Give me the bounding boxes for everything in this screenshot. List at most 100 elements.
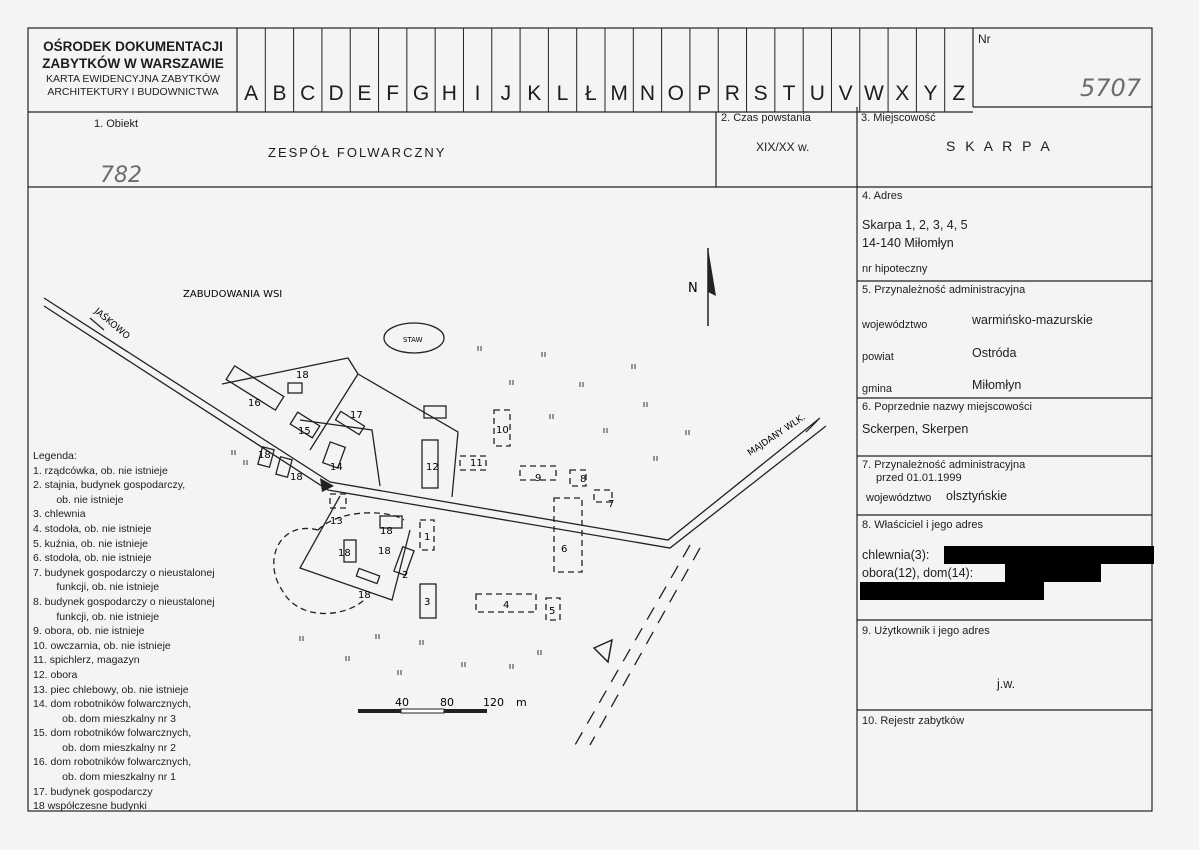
hipoteczny-label: nr hipoteczny <box>862 263 928 275</box>
index-letter: J <box>500 82 512 105</box>
org-name: OŚRODEK DOKUMENTACJI ZABYTKÓW W WARSZAWI… <box>28 38 238 72</box>
building-17 <box>334 410 366 436</box>
tree-mark <box>509 380 514 385</box>
building-number: 18 <box>296 370 309 381</box>
entrance-arrow-icon <box>320 478 334 492</box>
legend-item: 8. budynek gospodarczy o nieustalonej <box>33 595 215 608</box>
przynaleznosc-label: 5. Przynależność administracyjna <box>862 284 1026 296</box>
tree-mark <box>477 346 482 351</box>
building-18e <box>257 445 275 469</box>
org-line-2: ZABYTKÓW W WARSZAWIE <box>42 56 224 71</box>
building-18b <box>379 515 403 529</box>
building-number: 12 <box>426 462 439 473</box>
building-11 <box>459 455 487 471</box>
road-main-upper <box>43 297 821 541</box>
tree-outline <box>273 527 367 614</box>
nr-label: Nr <box>978 32 991 46</box>
building-number: 10 <box>496 425 509 436</box>
legend-item: 3. chlewnia <box>33 508 86 521</box>
legend-item: 10. owczarnia, ob. nie istnieje <box>33 639 171 652</box>
fence-line <box>299 495 411 601</box>
uzytkownik-label: 9. Użytkownik i jego adres <box>862 625 990 637</box>
index-letter: Y <box>923 82 938 105</box>
building-9 <box>519 465 557 481</box>
index-letter: O <box>667 82 684 105</box>
building-13 <box>329 493 347 509</box>
pond <box>383 322 445 354</box>
tree-mark <box>231 450 236 455</box>
road-arrow-icon <box>89 317 105 331</box>
index-letter: H <box>441 82 457 105</box>
legend-item: 17. budynek gospodarczy <box>33 785 153 798</box>
legend-item: 15. dom robotników folwarcznych, <box>33 727 192 740</box>
nr-value: 5707 <box>1080 74 1142 102</box>
pond-label: STAW <box>403 336 423 344</box>
wlasciciel-label: 8. Właściciel i jego adres <box>862 519 984 531</box>
card-type-line-1: KARTA EWIDENCYJNA ZABYTKÓW <box>45 73 221 85</box>
index-letter: T <box>782 82 796 105</box>
building-8 <box>569 469 587 487</box>
scale-bar: 40 80 120 m <box>358 696 527 714</box>
legend-item: 7. budynek gospodarczy o nieustalonej <box>33 566 215 579</box>
tree-outline <box>317 512 405 531</box>
building-5 <box>545 597 561 621</box>
index-letter: R <box>724 82 740 105</box>
adres-label: 4. Adres <box>862 190 903 202</box>
legend-item: ob. dom mieszkalny nr 3 <box>33 712 176 725</box>
przyn-1999-woj-value: olsztyńskie <box>946 489 1008 503</box>
direction-arrow-icon <box>592 638 613 664</box>
index-letter: X <box>895 82 910 105</box>
index-letter: B <box>272 82 287 105</box>
tree-mark <box>603 428 608 433</box>
legend-item: funkcji, ob. nie istnieje <box>33 581 160 594</box>
redaction-bar <box>1005 564 1101 582</box>
building-3 <box>419 583 437 619</box>
building-1 <box>419 519 435 551</box>
legend-item: 1. rządcówka, ob. nie istnieje <box>33 464 168 477</box>
building-7 <box>593 489 613 503</box>
poprzednie-value: Sckerpen, Skerpen <box>862 422 969 436</box>
miejscowosc-label: 3. Miejscowość <box>861 112 936 124</box>
poprzednie-label: 6. Poprzednie nazwy miejscowości <box>862 401 1032 413</box>
powiat-value: Ostróda <box>972 346 1017 360</box>
building-number: 4 <box>503 600 509 611</box>
building-number: 3 <box>424 597 430 608</box>
tree-mark <box>579 382 584 387</box>
tree-mark <box>643 402 648 407</box>
building-18f <box>275 455 293 479</box>
fence-line <box>357 373 459 498</box>
scale-label: m <box>516 696 527 709</box>
obiekt-value: ZESPÓŁ FOLWARCZNY <box>268 145 447 160</box>
north-arrow-icon: N <box>688 248 716 326</box>
legend-title: Legenda: <box>33 450 77 462</box>
czas-label: 2. Czas powstania <box>721 112 811 124</box>
tree-mark <box>537 650 542 655</box>
tree-mark <box>549 414 554 419</box>
building-14 <box>321 441 347 469</box>
index-letter: D <box>328 82 344 105</box>
tree-mark <box>299 636 304 641</box>
building-small <box>423 405 447 419</box>
building-number: 14 <box>330 462 343 473</box>
wlasciciel-line-2: obora(12), dom(14): <box>862 566 974 580</box>
index-letter: C <box>300 82 316 105</box>
legend-item: 5. kuźnia, ob. nie istnieje <box>33 537 148 550</box>
village-label: ZABUDOWANIA WSI <box>183 289 282 300</box>
road-label-jaskowo: JAŚKOWO <box>91 304 132 341</box>
tree-mark <box>685 430 690 435</box>
building-18c <box>343 539 357 563</box>
gmina-label: gmina <box>862 383 892 395</box>
building-number: 6 <box>561 544 567 555</box>
scale-label: 120 <box>483 696 504 709</box>
org-line-1: OŚRODEK DOKUMENTACJI <box>43 39 223 54</box>
road-main-lower <box>43 305 827 549</box>
building-2 <box>393 545 415 577</box>
tree-mark <box>461 662 466 667</box>
legend-item: 14. dom robotników folwarcznych, <box>33 698 192 711</box>
legend-item: 6. stodoła, ob. nie istnieje <box>33 552 152 565</box>
index-letter: E <box>357 82 372 105</box>
tree-mark <box>509 664 514 669</box>
